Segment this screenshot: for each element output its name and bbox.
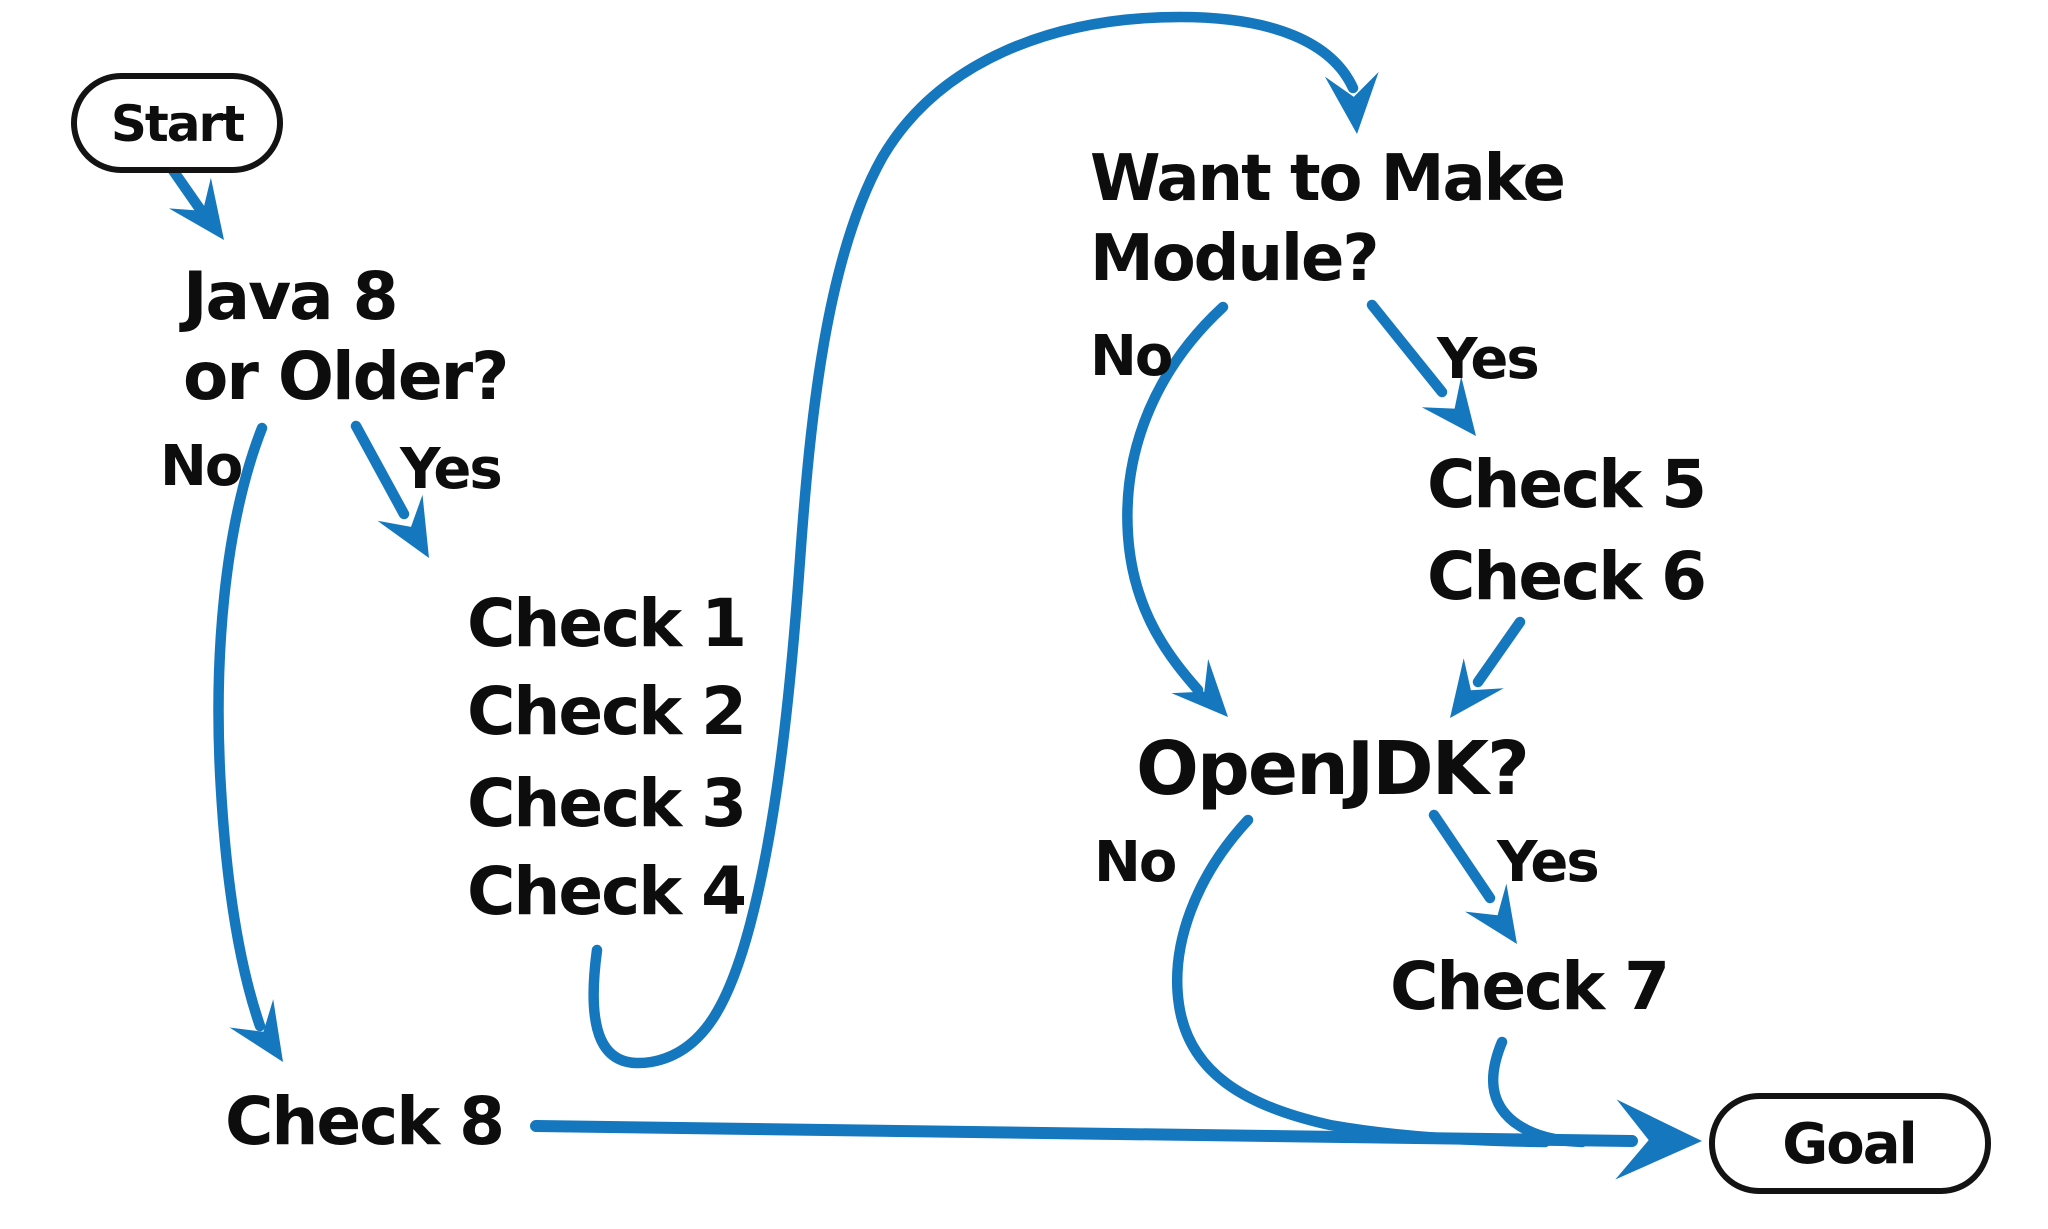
edge-check8-line <box>530 1120 1638 1147</box>
arrowhead-java8-no <box>229 999 283 1062</box>
goal-label: Goal <box>1782 1112 1915 1177</box>
openjdk-no-label: No <box>1094 830 1176 895</box>
edge-java8-no-curve <box>213 422 268 1032</box>
goal-pill <box>1709 1093 1991 1194</box>
check8-label: Check 8 <box>225 1083 503 1160</box>
edge-check4-s-curve <box>588 11 1359 1069</box>
edge-java8-no-to-check8 <box>213 422 283 1062</box>
node-check-group-b: Check 5 Check 6 <box>1427 446 1707 615</box>
arrowhead-to-goal <box>1615 1099 1702 1180</box>
java8-question-line2: or Older? <box>183 338 507 415</box>
arrowhead-module-no <box>1171 659 1228 717</box>
edge-check6-to-openjdk <box>1450 616 1526 718</box>
start-label: Start <box>111 95 244 153</box>
check2-label: Check 2 <box>467 673 745 750</box>
edge-check7-to-goal <box>1487 1036 1588 1148</box>
goal-terminal: Goal <box>1709 1093 1991 1194</box>
openjdk-yes-label: Yes <box>1496 830 1598 895</box>
edge-java8-yes-to-checks <box>350 420 429 558</box>
java8-question-line1: Java 8 <box>179 258 397 335</box>
node-check-group-a: Check 1 Check 2 Check 3 Check 4 <box>467 585 747 930</box>
check3-label: Check 3 <box>467 765 745 842</box>
arrowhead-to-module-question <box>1324 71 1379 134</box>
module-yes-label: Yes <box>1436 327 1538 392</box>
edge-module-no-curve <box>1122 301 1229 696</box>
check7-label: Check 7 <box>1390 948 1668 1025</box>
want-module-line1: Want to Make <box>1090 142 1564 216</box>
edge-check8-to-goal <box>530 1099 1702 1180</box>
module-no-label: No <box>1090 324 1172 389</box>
arrowhead-java8-yes <box>377 494 429 558</box>
edge-java8-yes-line <box>350 420 410 520</box>
node-java8-question: Java 8 or Older? <box>179 258 509 415</box>
edge-start-to-java8-line <box>164 160 208 218</box>
node-want-module-question: Want to Make Module? <box>1090 142 1566 296</box>
arrowhead-start-to-java8 <box>168 177 224 240</box>
arrowhead-check6-to-openjdk <box>1450 658 1504 718</box>
start-terminal: Start <box>71 73 283 173</box>
edge-openjdk-yes-to-check7 <box>1428 809 1517 944</box>
edge-module-yes-line <box>1366 299 1448 398</box>
edge-openjdk-yes-line <box>1428 809 1496 904</box>
arrowhead-openjdk-yes <box>1465 883 1517 944</box>
edge-check7-curve <box>1487 1036 1588 1148</box>
check1-label: Check 1 <box>467 585 745 662</box>
check6-label: Check 6 <box>1427 538 1705 615</box>
check5-label: Check 5 <box>1427 446 1705 523</box>
edge-module-yes-to-check5 <box>1366 299 1476 436</box>
openjdk-question-label: OpenJDK? <box>1136 726 1528 812</box>
edge-module-no-to-openjdk <box>1122 301 1229 717</box>
arrowhead-module-yes <box>1421 376 1476 436</box>
edge-check6-line <box>1472 616 1526 688</box>
start-pill <box>71 73 283 173</box>
check4-label: Check 4 <box>467 853 745 930</box>
java8-no-label: No <box>160 434 242 499</box>
edge-start-to-java8 <box>164 160 224 240</box>
edge-check4-to-module-question <box>588 11 1379 1069</box>
java8-yes-label: Yes <box>399 437 501 502</box>
want-module-line2: Module? <box>1090 222 1378 296</box>
